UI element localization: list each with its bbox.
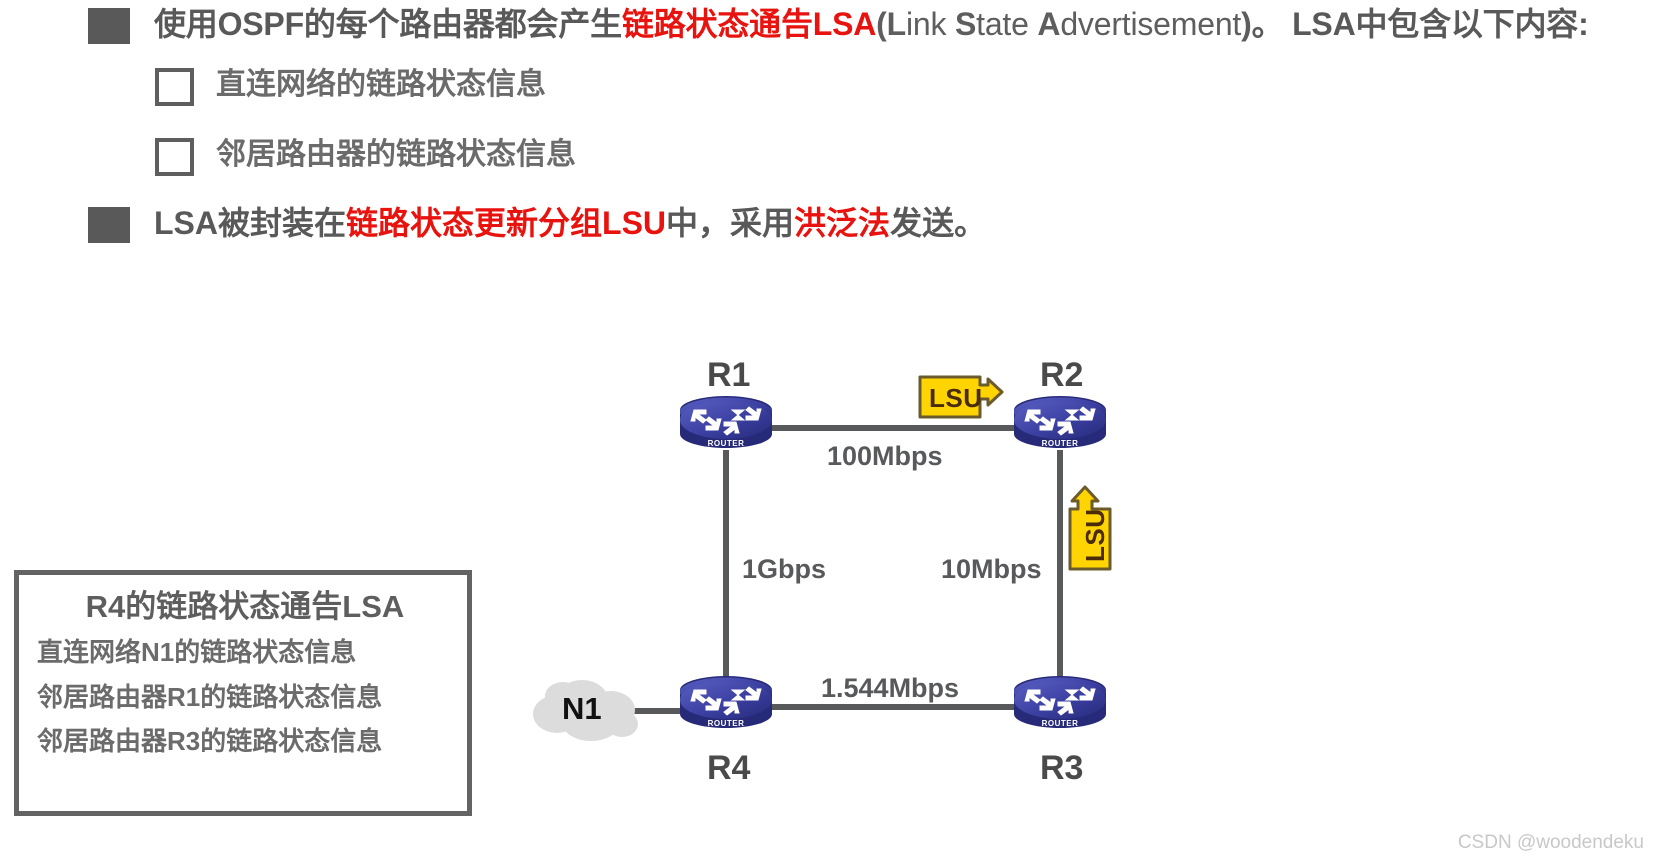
link-r1-r2 bbox=[760, 425, 1055, 431]
link-label-1gbps: 1Gbps bbox=[742, 554, 827, 584]
lsu-packet-vertical-icon bbox=[1068, 485, 1112, 571]
bullet-1-post: 。 LSA中包含以下内容: bbox=[1251, 6, 1589, 42]
lsa-box-line-3: 邻居路由器R3的链路状态信息 bbox=[37, 726, 383, 757]
bullet-item-1-text: 使用OSPF的每个路由器都会产生链路状态通告LSA(Link State Adv… bbox=[154, 4, 1589, 45]
network-cloud-n1 bbox=[527, 672, 642, 744]
paren-open: ( bbox=[876, 6, 887, 42]
link-label-1544mbps: 1.544Mbps bbox=[821, 673, 960, 703]
bullet-sub-item-2-text: 邻居路由器的链路状态信息 bbox=[216, 138, 576, 171]
hollow-square-bullet-icon bbox=[155, 68, 194, 106]
csdn-watermark: CSDN @woodendeku bbox=[1457, 832, 1644, 853]
bullet-item-1: 使用OSPF的每个路由器都会产生链路状态通告LSA(Link State Adv… bbox=[88, 4, 1589, 45]
link-r4-r3 bbox=[760, 704, 1055, 710]
bullet-1-paren: (Link State Advertisement) bbox=[876, 6, 1252, 42]
link-r2-r3 bbox=[1057, 450, 1063, 705]
bullet-item-2: LSA被封装在链路状态更新分组LSU中，采用洪泛法发送。 bbox=[88, 203, 986, 244]
bullet-2-post: 发送。 bbox=[890, 205, 987, 241]
router-icon-r4[interactable]: ROUTER bbox=[680, 676, 772, 734]
svg-text:ROUTER: ROUTER bbox=[1042, 719, 1079, 728]
paren-s: S bbox=[954, 6, 977, 42]
paren-dvertisement: dvertisement bbox=[1060, 6, 1242, 42]
link-n1-r4 bbox=[620, 708, 700, 714]
link-label-100mbps: 100Mbps bbox=[827, 441, 943, 471]
router-icon-r1[interactable]: ROUTER bbox=[680, 396, 772, 454]
svg-text:ROUTER: ROUTER bbox=[1042, 439, 1079, 448]
bullet-sub-item-2: 邻居路由器的链路状态信息 bbox=[155, 135, 576, 176]
paren-a: A bbox=[1037, 6, 1061, 42]
paren-tate: tate bbox=[976, 6, 1038, 42]
svg-text:ROUTER: ROUTER bbox=[708, 719, 745, 728]
paren-l: L bbox=[886, 6, 907, 42]
hollow-square-bullet-icon bbox=[155, 138, 194, 176]
router-label-r3: R3 bbox=[1040, 749, 1084, 787]
router-label-r2: R2 bbox=[1040, 356, 1084, 394]
bullet-2-highlight-1: 链路状态更新分组LSU bbox=[346, 205, 667, 241]
solid-square-bullet-icon bbox=[88, 207, 130, 243]
router-label-r4: R4 bbox=[707, 749, 751, 787]
bullet-item-2-text: LSA被封装在链路状态更新分组LSU中，采用洪泛法发送。 bbox=[154, 203, 986, 244]
lsa-box-line-2: 邻居路由器R1的链路状态信息 bbox=[37, 681, 383, 712]
network-cloud-n1-label: N1 bbox=[562, 691, 602, 726]
paren-close: ) bbox=[1241, 6, 1252, 42]
solid-square-bullet-icon bbox=[88, 8, 130, 44]
bullet-2-mid: 中，采用 bbox=[666, 205, 795, 241]
bullet-2-pre: LSA被封装在 bbox=[154, 205, 347, 241]
paren-ink: ink bbox=[905, 6, 955, 42]
lsa-box-title: R4的链路状态通告LSA bbox=[85, 589, 405, 624]
bullet-2-highlight-2: 洪泛法 bbox=[794, 205, 891, 241]
bullet-1-highlight: 链路状态通告LSA bbox=[621, 6, 877, 42]
bullet-1-pre: 使用OSPF的每个路由器都会产生 bbox=[154, 6, 622, 42]
router-label-r1: R1 bbox=[707, 356, 751, 394]
lsu-packet-horizontal-label: LSU bbox=[929, 383, 983, 413]
link-r1-r4 bbox=[723, 450, 729, 700]
lsa-info-box: R4的链路状态通告LSA 直连网络N1的链路状态信息 邻居路由器R1的链路状态信… bbox=[14, 570, 472, 816]
router-icon-r3[interactable]: ROUTER bbox=[1014, 676, 1106, 734]
link-label-10mbps: 10Mbps bbox=[941, 554, 1042, 584]
bullet-sub-item-1: 直连网络的链路状态信息 bbox=[155, 65, 546, 106]
lsu-packet-vertical-label: LSU bbox=[1080, 508, 1110, 563]
lsu-packet-horizontal-icon bbox=[918, 375, 1004, 419]
bullet-sub-item-1-text: 直连网络的链路状态信息 bbox=[216, 68, 546, 101]
router-icon-r2[interactable]: ROUTER bbox=[1014, 396, 1106, 454]
svg-text:ROUTER: ROUTER bbox=[708, 439, 745, 448]
lsa-box-line-1: 直连网络N1的链路状态信息 bbox=[37, 636, 357, 667]
